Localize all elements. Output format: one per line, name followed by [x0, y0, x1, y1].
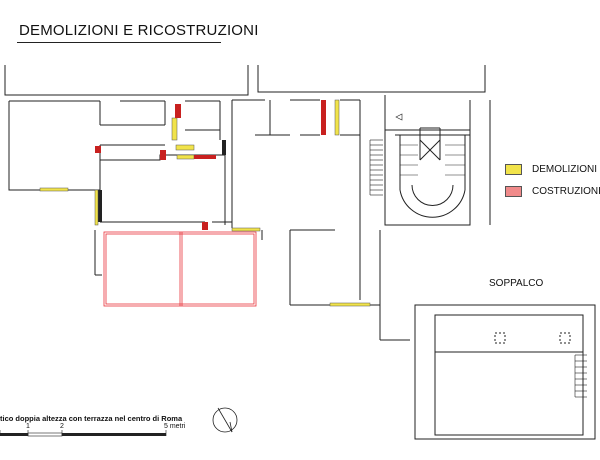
caption: tico doppia altezza con terrazza nel cen… — [0, 414, 183, 423]
legend-label: COSTRUZIONI — [532, 186, 600, 197]
title-underline — [17, 42, 221, 43]
north-arrow-icon — [212, 407, 238, 433]
wall-stair-block — [384, 95, 471, 226]
legend-item-demolizioni: DEMOLIZIONI — [505, 164, 597, 175]
construction-marks — [95, 100, 326, 230]
page-title: DEMOLIZIONI E RICOSTRUZIONI — [19, 22, 259, 39]
scale-tick-2: 2 — [60, 423, 64, 430]
wall-top-mid — [257, 65, 486, 93]
scale-tick-1: 1 — [26, 423, 30, 430]
scale-tick-5: 5 metri — [164, 423, 186, 430]
legend-label: DEMOLIZIONI — [532, 164, 598, 175]
wall-left-room — [8, 101, 40, 191]
demolition-marks — [39, 99, 371, 307]
legend-swatch-red — [505, 186, 522, 197]
wall-top-left — [4, 65, 249, 96]
legend-item-costruzioni: COSTRUZIONI — [505, 186, 600, 197]
scale-bar — [0, 430, 167, 437]
staircase-icon — [369, 139, 465, 196]
soppalco-outline — [414, 304, 596, 440]
legend-swatch-yellow — [505, 164, 522, 175]
soppalco-label: SOPPALCO — [489, 278, 544, 289]
construction-outline — [103, 231, 257, 307]
wall-central-room — [100, 154, 226, 225]
